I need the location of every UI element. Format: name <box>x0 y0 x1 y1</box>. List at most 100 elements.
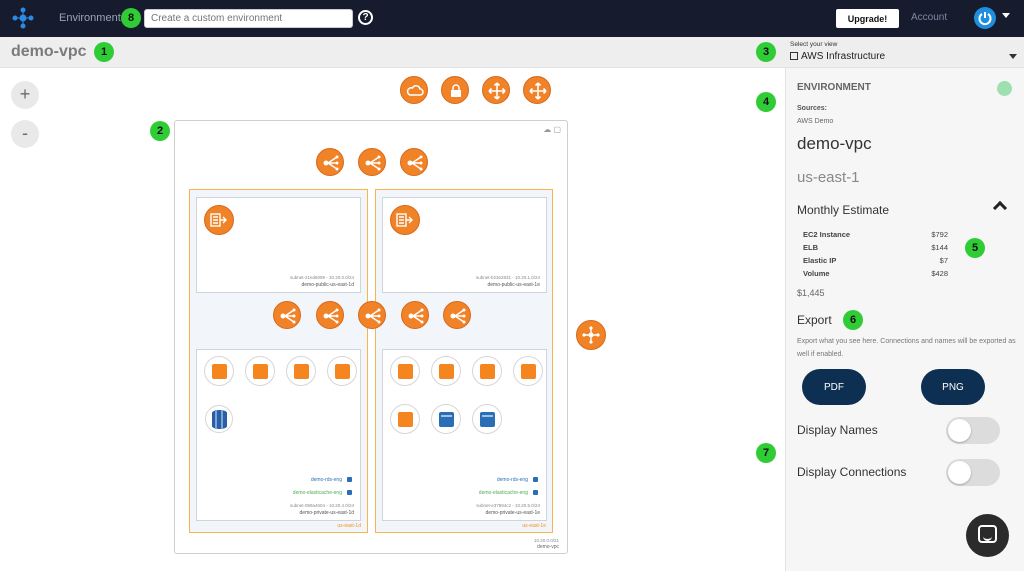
view-select-label: Select your view <box>790 41 838 48</box>
load-balancer-icon[interactable] <box>400 148 428 176</box>
help-icon[interactable]: ? <box>358 10 373 25</box>
private-subnet-left[interactable]: demo-rds-eng demo-elasticache-eng subnet… <box>196 349 361 521</box>
sidebar-heading: ENVIRONMENT <box>797 82 871 93</box>
callout-badge: 5 <box>965 238 985 258</box>
toggle-knob <box>948 419 971 442</box>
load-balancer-icon[interactable] <box>401 301 429 329</box>
export-description: Export what you see here. Connections an… <box>797 338 1016 358</box>
private-subnet-right[interactable]: demo-rds-eng demo-elasticache-eng subnet… <box>382 349 547 521</box>
aws-view-icon <box>790 52 798 60</box>
ec2-instance-icon[interactable] <box>204 356 234 386</box>
view-select[interactable]: AWS Infrastructure <box>790 51 1018 62</box>
display-connections-toggle[interactable] <box>946 459 1000 486</box>
environment-sidebar: ENVIRONMENT Sources: AWS Demo demo-vpc u… <box>785 68 1024 571</box>
cost-value: $428 <box>931 269 948 278</box>
zoom-out-button[interactable]: - <box>11 120 39 148</box>
subnet-name: demo-private-us-east-1d <box>299 510 354 516</box>
vpn-gateway-lock-icon[interactable] <box>441 76 469 104</box>
load-balancer-icon[interactable] <box>273 301 301 329</box>
az-label: us-east-1d <box>337 523 361 529</box>
elasticache-small-icon <box>347 490 352 495</box>
nat-gateway-icon[interactable] <box>204 205 234 235</box>
cost-table: EC2 Instance$792 ELB$144 Elastic IP$7 Vo… <box>803 230 948 282</box>
callout-badge: 1 <box>94 42 114 62</box>
callout-badge: 3 <box>756 42 776 62</box>
cost-label: Volume <box>803 269 830 278</box>
view-dropdown-caret-icon[interactable] <box>1009 54 1017 59</box>
collapse-chevron-up-icon[interactable] <box>992 200 1008 216</box>
vpc-cloud-lock-icon: ☁ ▢ <box>543 125 561 134</box>
callout-badge: 8 <box>121 8 141 28</box>
public-subnet-left[interactable]: subnet-21ed6099 - 10.20.0.0/24 demo-publ… <box>196 197 361 293</box>
cost-label: ELB <box>803 243 818 252</box>
custom-environment-input[interactable] <box>144 9 353 28</box>
account-link[interactable]: Account <box>911 12 948 23</box>
ec2-instance-icon[interactable] <box>390 404 420 434</box>
user-avatar-power-icon[interactable] <box>974 7 996 29</box>
cost-label: Elastic IP <box>803 256 837 265</box>
chat-support-icon[interactable] <box>966 514 1009 557</box>
vpc-container[interactable]: ☁ ▢ subnet-21ed6099 - 10.20.0.0/24 demo-… <box>174 120 568 554</box>
load-balancer-icon[interactable] <box>358 148 386 176</box>
environments-link[interactable]: Environments <box>59 12 127 24</box>
ec2-instance-icon[interactable] <box>390 356 420 386</box>
subnet-id-cidr: subnet-b23e2831 - 10.20.1.0/24 <box>475 275 540 280</box>
availability-zone-right[interactable]: subnet-b23e2831 - 10.20.1.0/24 demo-publ… <box>375 189 553 533</box>
peering-arrows-icon[interactable] <box>482 76 510 104</box>
ec2-instance-icon[interactable] <box>513 356 543 386</box>
cost-value: $792 <box>931 230 948 239</box>
rds-small-icon <box>533 477 538 482</box>
top-nav-bar: Environments ? Upgrade! Account <box>0 0 1024 37</box>
ec2-instance-icon[interactable] <box>245 356 275 386</box>
load-balancer-icon[interactable] <box>358 301 386 329</box>
ec2-instance-icon[interactable] <box>327 356 357 386</box>
display-names-toggle[interactable] <box>946 417 1000 444</box>
cost-row: Volume $428 <box>803 269 948 282</box>
elasticache-node-icon[interactable] <box>431 404 461 434</box>
rds-small-icon <box>347 477 352 482</box>
ec2-instance-icon[interactable] <box>472 356 502 386</box>
subnet-name: demo-public-us-east-1e <box>487 282 540 288</box>
elasticache-node-icon[interactable] <box>472 404 502 434</box>
monthly-estimate-title: Monthly Estimate <box>797 203 890 217</box>
subnet-name: demo-private-us-east-1e <box>485 510 540 516</box>
callout-badge: 2 <box>150 121 170 141</box>
cost-row: ELB$144 <box>803 243 948 256</box>
app-logo-icon[interactable] <box>11 7 35 29</box>
zoom-in-button[interactable]: + <box>11 81 39 109</box>
nat-gateway-icon[interactable] <box>390 205 420 235</box>
vpc-cidr: 10.20.0.0/21 <box>533 538 559 543</box>
availability-zone-left[interactable]: subnet-21ed6099 - 10.20.0.0/24 demo-publ… <box>189 189 368 533</box>
subnet-id-cidr: subnet-e37894c2 - 10.20.5.0/24 <box>476 503 540 508</box>
internet-gateway-cloud-icon[interactable] <box>400 76 428 104</box>
subnet-name: demo-public-us-east-1d <box>301 282 354 288</box>
rds-label: demo-rds-eng <box>496 477 528 483</box>
external-peering-icon[interactable] <box>576 320 606 350</box>
vpc-name-label: demo-vpc <box>537 544 559 550</box>
subnet-id-cidr: subnet-059a4604 - 10.20.4.0/24 <box>289 503 354 508</box>
environment-status-dot <box>997 81 1012 96</box>
load-balancer-icon[interactable] <box>316 301 344 329</box>
peering-arrows-icon[interactable] <box>523 76 551 104</box>
load-balancer-icon[interactable] <box>316 148 344 176</box>
elasticache-small-icon <box>533 490 538 495</box>
upgrade-button[interactable]: Upgrade! <box>836 9 899 28</box>
export-pdf-button[interactable]: PDF <box>802 369 866 405</box>
public-subnet-right[interactable]: subnet-b23e2831 - 10.20.1.0/24 demo-publ… <box>382 197 547 293</box>
load-balancer-icon[interactable] <box>443 301 471 329</box>
environment-header-bar: demo-vpc Select your view AWS Infrastruc… <box>0 37 1024 68</box>
rds-database-icon[interactable] <box>205 405 233 433</box>
ec2-instance-icon[interactable] <box>286 356 316 386</box>
export-title: Export <box>797 313 832 327</box>
account-dropdown-caret-icon[interactable] <box>1002 13 1010 18</box>
sources-value: AWS Demo <box>797 118 834 125</box>
environment-name: demo-vpc <box>797 134 872 153</box>
sources-label: Sources: <box>797 105 827 112</box>
export-png-button[interactable]: PNG <box>921 369 985 405</box>
subnet-id-cidr: subnet-21ed6099 - 10.20.0.0/24 <box>289 275 354 280</box>
toggle-knob <box>948 461 971 484</box>
elasticache-label: demo-elasticache-eng <box>478 490 528 496</box>
elasticache-label: demo-elasticache-eng <box>292 490 342 496</box>
cost-row: EC2 Instance$792 <box>803 230 948 243</box>
ec2-instance-icon[interactable] <box>431 356 461 386</box>
